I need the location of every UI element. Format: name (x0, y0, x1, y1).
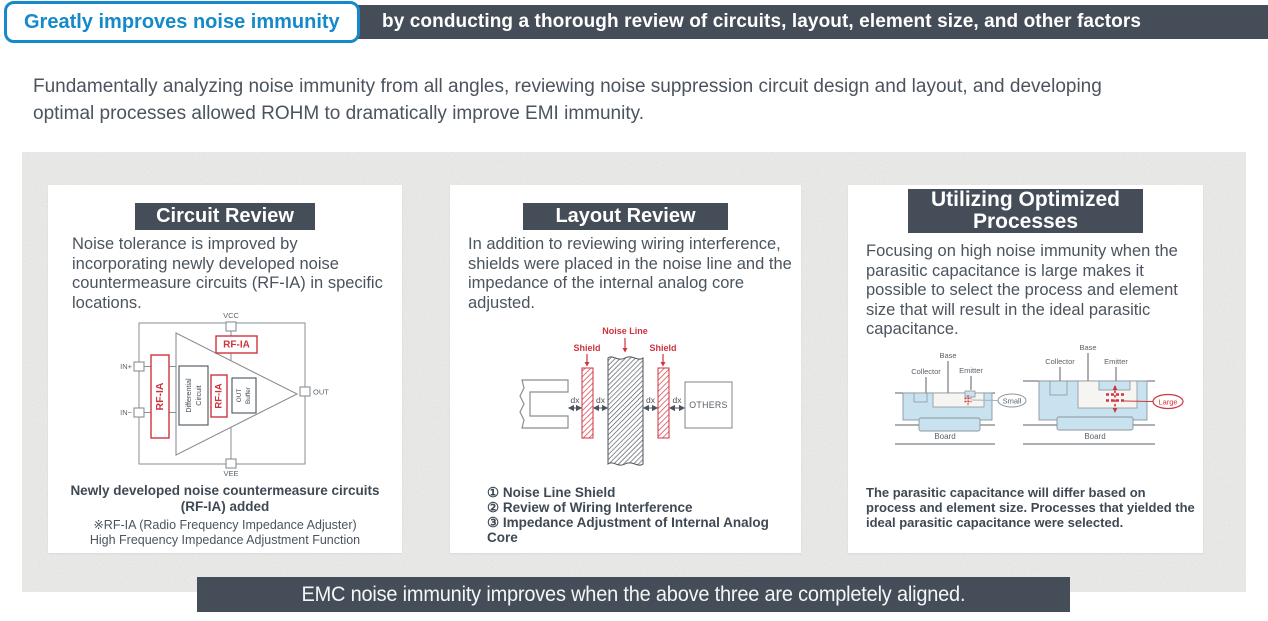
out-buffer-box (231, 377, 257, 414)
card-circuit-review-caption: Newly developed noise countermeasure cir… (70, 483, 380, 514)
others-label: OTHERS (689, 400, 727, 410)
differential-circuit-box (178, 365, 209, 426)
card-optimized-processes: Utilizing Optimized Processes Focusing o… (848, 185, 1203, 553)
pins (133, 321, 311, 469)
large-oval (1152, 393, 1184, 410)
noise-line-label: Noise Line (602, 326, 648, 336)
in-minus-label: IN− (120, 408, 133, 417)
card-layout-review: Layout Review In addition to reviewing w… (450, 185, 801, 553)
process-diagram: Collector Base Emitter Board (895, 343, 1184, 445)
small-leader-line (971, 399, 999, 401)
content-panel: Circuit Review Noise tolerance is improv… (22, 152, 1246, 592)
small-oval (997, 393, 1027, 408)
noise-line-bar (607, 356, 644, 466)
dx-arrows (567, 404, 686, 412)
card-circuit-review: Circuit Review Noise tolerance is improv… (48, 185, 402, 553)
card-circuit-review-title: Circuit Review (135, 203, 315, 230)
parasitic-cap-small (964, 395, 972, 406)
out-label: OUT (313, 388, 329, 397)
rfia-top-box (215, 335, 258, 354)
banner-highlight-box: Greatly improves noise immunity (4, 1, 360, 43)
list-item-1: ① Noise Line Shield (487, 485, 616, 500)
vcc-label: VCC (223, 311, 239, 320)
large-process-unit: Collector Base Emitter Board (1023, 343, 1184, 445)
vee-label: VEE (223, 469, 238, 478)
out-buffer-label-2: Buffer (245, 386, 252, 404)
collector-contact (913, 392, 928, 403)
emitter-contact (964, 390, 976, 398)
collector-label-small: Collector (911, 367, 941, 376)
card-circuit-review-note: ※RF-IA (Radio Frequency Impedance Adjust… (56, 518, 394, 548)
collector-label-large: Collector (1045, 357, 1075, 366)
shield-left-label: Shield (573, 343, 600, 353)
card-layout-review-list: ① Noise Line Shield ② Review of Wiring I… (487, 485, 801, 545)
in-plus-pin (133, 361, 145, 372)
note-line-1: ※RF-IA (Radio Frequency Impedance Adjust… (93, 518, 357, 532)
small-process-unit: Collector Base Emitter Board (895, 351, 1027, 445)
board-label-small: Board (934, 432, 955, 441)
card-circuit-review-body: Noise tolerance is improved by incorpora… (72, 235, 383, 312)
intro-paragraph: Fundamentally analyzing noise immunity f… (33, 76, 1102, 124)
rfia-input-label: RF-IA (154, 382, 166, 410)
base-label-small: Base (939, 351, 956, 360)
lead-lines (1059, 353, 1117, 381)
in-plus-label: IN+ (120, 362, 133, 371)
small-label: Small (1003, 397, 1022, 406)
differential-label-2: Circuit (194, 385, 203, 405)
dx-label-1: dx (571, 395, 581, 405)
banner-bar-text: by conducting a thorough review of circu… (382, 11, 1142, 32)
rfia-input-box (150, 354, 170, 439)
dx-label-3: dx (646, 395, 656, 405)
out-pin (299, 386, 311, 397)
vee-pin (225, 458, 237, 469)
card-optimized-processes-title: Utilizing Optimized Processes (908, 189, 1143, 233)
base-label-large: Base (1079, 343, 1096, 352)
footer-bar: EMC noise immunity improves when the abo… (197, 577, 1070, 612)
footer-text: EMC noise immunity improves when the abo… (301, 582, 966, 606)
large-leader-line (1123, 400, 1154, 402)
card-optimized-processes-caption: The parasitic capacitance will differ ba… (866, 485, 1195, 530)
shield-bar-left (581, 367, 594, 439)
circuit-diagram: VCC VEE IN+ IN− OUT RF-IA RF-IA Differen… (120, 311, 329, 478)
large-label: Large (1158, 398, 1177, 407)
parasitic-cap-large (1106, 385, 1124, 413)
differential-label-1: Differential (184, 378, 193, 413)
card-layout-review-body: In addition to reviewing wiring interfer… (468, 235, 792, 312)
emitter-label-small: Emitter (959, 366, 983, 375)
banner-bar: by conducting a thorough review of circu… (358, 5, 1268, 39)
lead-lines (925, 361, 972, 393)
list-item-3: ③ Impedance Adjustment of Internal Analo… (487, 515, 769, 545)
note-line-2: High Frequency Impedance Adjustment Func… (89, 533, 361, 547)
card-layout-review-title: Layout Review (523, 203, 728, 230)
wiring-fork-shape (519, 379, 569, 429)
buried-layer (918, 417, 981, 432)
collector-contact (1049, 380, 1068, 396)
shield-right-label: Shield (649, 343, 676, 353)
buried-layer (1056, 416, 1134, 431)
others-box (684, 381, 733, 429)
dx-label-2: dx (596, 395, 606, 405)
card-optimized-processes-body: Focusing on high noise immunity when the… (866, 242, 1178, 338)
board-label-large: Board (1084, 432, 1105, 441)
list-item-2: ② Review of Wiring Interference (487, 500, 693, 515)
emitter-label-large: Emitter (1104, 357, 1128, 366)
vcc-pin (225, 321, 237, 332)
in-minus-pin (133, 407, 145, 418)
rfia-core-box (210, 374, 228, 418)
shield-bar-right (657, 367, 670, 439)
layout-diagram: Noise Line Shield Shield OTHERS (519, 326, 733, 466)
banner-highlight-text: Greatly improves noise immunity (24, 10, 340, 33)
out-buffer-label-1: OUT (236, 389, 243, 403)
rfia-top-label: RF-IA (223, 340, 250, 351)
dx-label-4: dx (673, 395, 683, 405)
rfia-core-label: RF-IA (214, 383, 225, 408)
